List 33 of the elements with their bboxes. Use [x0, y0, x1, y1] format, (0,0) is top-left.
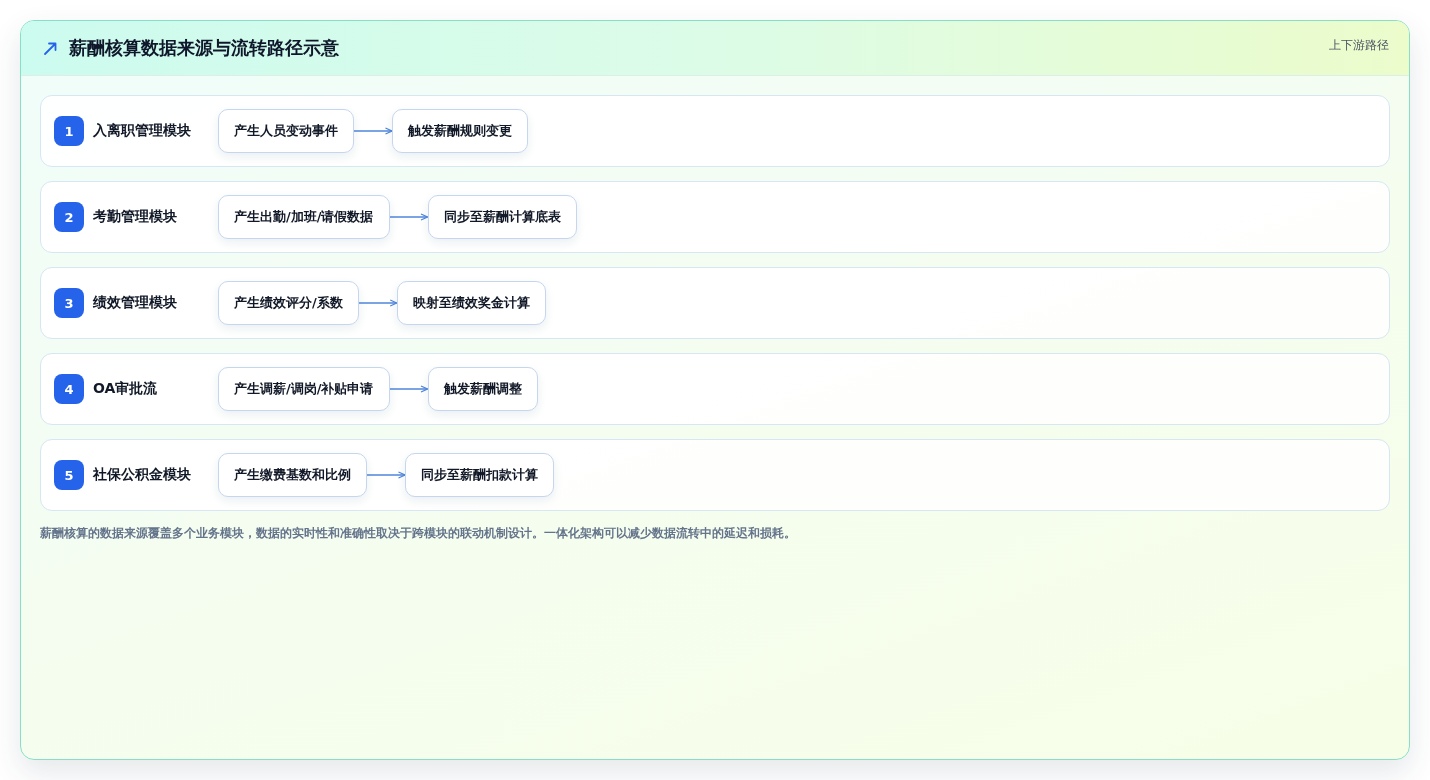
process-box: 产生绩效评分/系数 — [218, 281, 359, 325]
process-box: 同步至薪酬扣款计算 — [405, 453, 554, 497]
arrow — [353, 127, 393, 135]
process-box: 触发薪酬规则变更 — [392, 109, 528, 153]
module-name: OA审批流 — [93, 380, 159, 398]
arrow — [366, 471, 406, 479]
process-box: 同步至薪酬计算底表 — [427, 195, 577, 239]
number-badge: 2 — [54, 202, 84, 232]
module-row — [40, 267, 1390, 339]
module-name: 入离职管理模块 — [93, 122, 192, 140]
module-name: 社保公积金模块 — [93, 466, 192, 484]
number-badge: 5 — [54, 460, 84, 490]
number-badge: 4 — [54, 374, 84, 404]
module-name: 绩效管理模块 — [93, 294, 178, 312]
arrow — [388, 213, 429, 221]
module-row — [40, 95, 1390, 167]
arrow — [388, 385, 429, 393]
process-box: 产生出勤/加班/请假数据 — [218, 195, 390, 239]
arrow — [358, 299, 398, 307]
process-box: 触发薪酬调整 — [427, 367, 538, 411]
process-box: 映射至绩效奖金计算 — [396, 281, 546, 325]
module-name: 考勤管理模块 — [93, 208, 178, 226]
module-row — [40, 439, 1390, 511]
corner-label: 上下游路径 — [1329, 37, 1389, 54]
number-badge: 1 — [54, 116, 84, 146]
caption-note: 薪酬核算的数据来源覆盖多个业务模块，数据的实时性和准确性取决于跨模块的联动机制设计。一体化架构可以减少数据流转中的延迟和损耗。 — [40, 525, 797, 542]
module-row — [40, 181, 1390, 253]
diagram-title: 薪酬核算数据来源与流转路径示意 — [69, 36, 339, 60]
process-box: 产生人员变动事件 — [218, 109, 354, 153]
number-badge: 3 — [54, 288, 84, 318]
module-row — [40, 353, 1390, 425]
process-box: 产生缴费基数和比例 — [218, 453, 367, 497]
process-box: 产生调薪/调岗/补贴申请 — [218, 367, 390, 411]
